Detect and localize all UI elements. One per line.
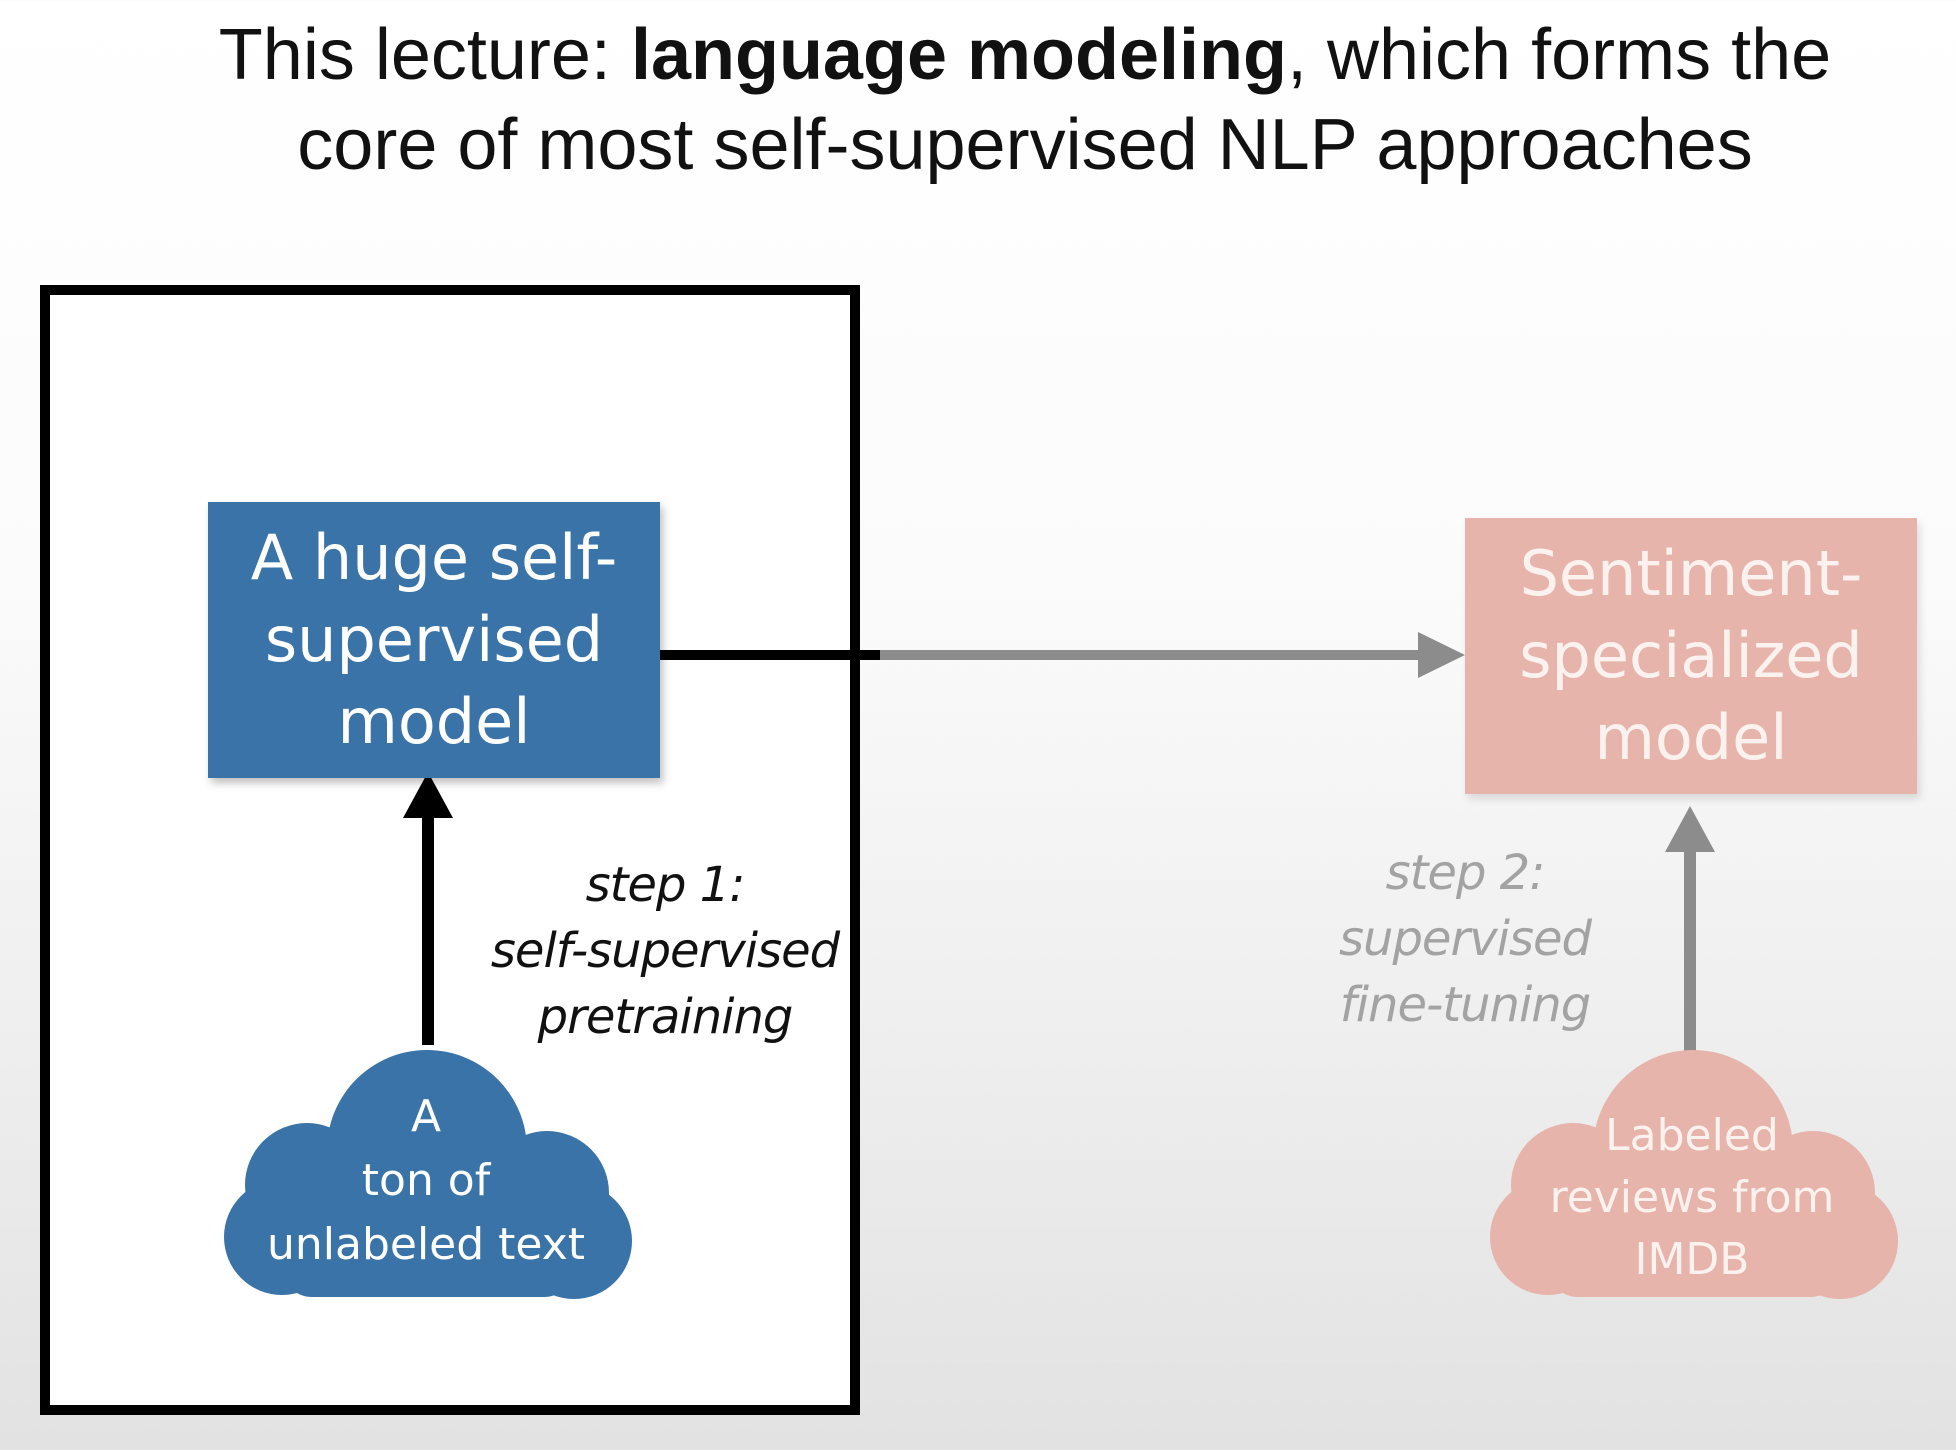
arrow-step1-head (403, 772, 453, 818)
step2-line-1: step 2: (1385, 845, 1546, 901)
specialized-model-box: Sentiment- specialized model (1465, 518, 1917, 794)
cloud-shape-icon (224, 1050, 632, 1299)
pretrained-model-box: A huge self- supervised model (208, 502, 660, 778)
step2-line-3: fine-tuning (1339, 977, 1591, 1033)
pretrained-model-line-1: A huge self- (250, 521, 618, 594)
labeled-cloud-line-1: Labeled (1605, 1110, 1779, 1161)
cloud-shape-icon (1490, 1050, 1898, 1299)
pretrained-model-line-3: model (337, 685, 531, 758)
arrow-step2-head (1665, 806, 1715, 852)
labeled-cloud-line-2: reviews from (1549, 1172, 1835, 1223)
arrow-horizontal-head (1418, 632, 1465, 678)
unlabeled-cloud-line-3: unlabeled text (266, 1219, 585, 1270)
unlabeled-text-cloud: A ton of unlabeled text (212, 1045, 640, 1305)
specialized-model-line-1: Sentiment- (1519, 537, 1863, 610)
labeled-reviews-cloud: Labeled reviews from IMDB (1478, 1045, 1906, 1305)
step1-line-1: step 1: (585, 857, 746, 913)
slide-title: This lecture: language modeling, which f… (0, 10, 1956, 190)
labeled-cloud-line-3: IMDB (1634, 1234, 1750, 1285)
title-line-1: This lecture: language modeling, which f… (0, 10, 1956, 100)
step1-label: step 1: self-supervised pretraining (470, 852, 860, 1050)
step1-line-2: self-supervised (490, 923, 840, 979)
unlabeled-cloud-line-1: A (410, 1091, 442, 1142)
specialized-model-line-3: model (1594, 701, 1788, 774)
title-prefix: This lecture: (218, 15, 631, 95)
title-bold-term: language modeling (630, 15, 1287, 95)
pretrained-model-line-2: supervised (264, 603, 604, 676)
step2-line-2: supervised (1339, 911, 1592, 967)
step2-label: step 2: supervised fine-tuning (1290, 840, 1640, 1038)
unlabeled-cloud-line-2: ton of (361, 1155, 491, 1206)
title-line-2: core of most self-supervised NLP approac… (297, 105, 1753, 185)
step1-line-3: pretraining (537, 989, 794, 1045)
title-suffix: , which forms the (1287, 15, 1832, 95)
specialized-model-line-2: specialized (1519, 619, 1863, 692)
